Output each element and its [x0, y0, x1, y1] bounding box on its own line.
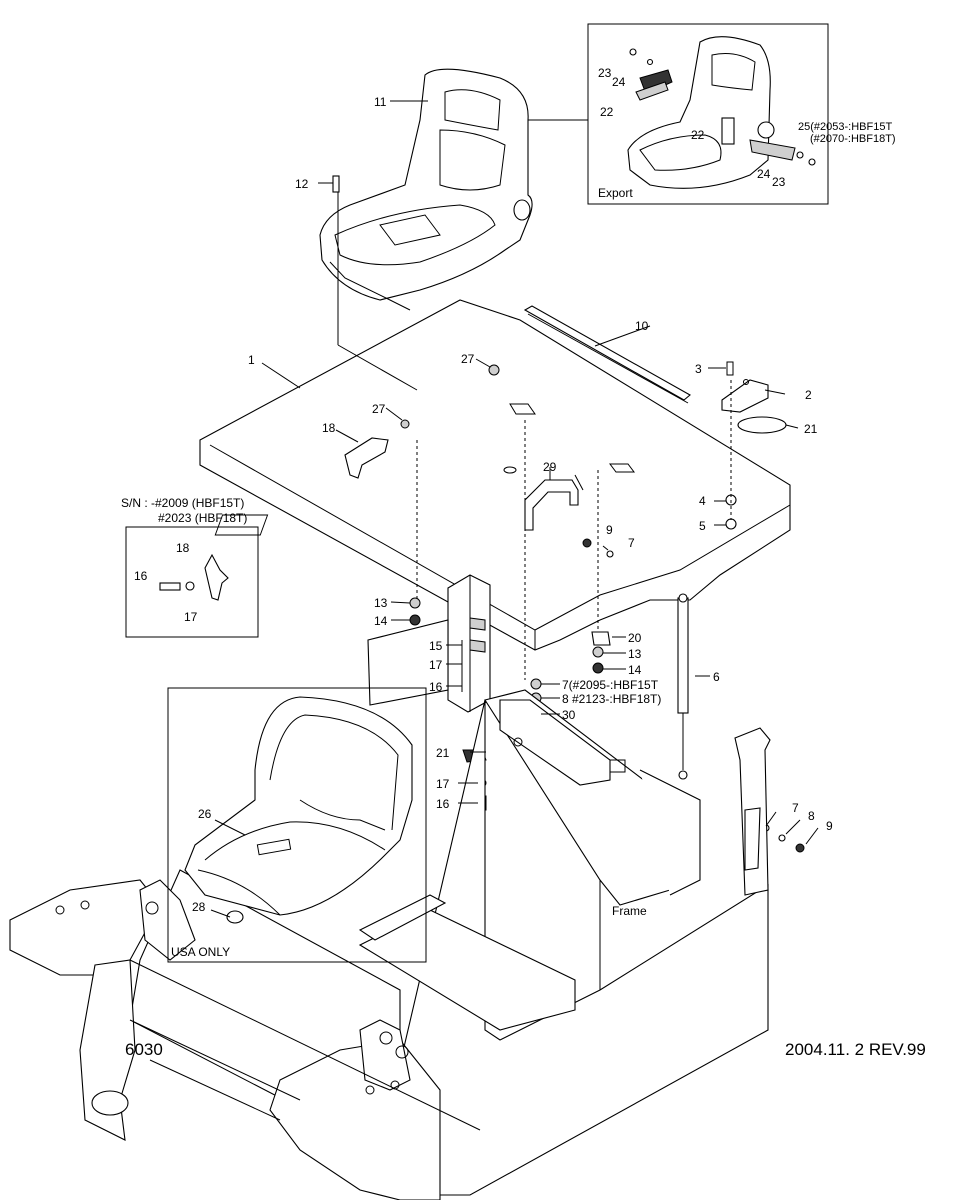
callout-2: 2	[805, 388, 812, 402]
callout-26: 26	[198, 807, 212, 821]
callout-21-bottom: 21	[436, 746, 450, 760]
usa-only-inset: USA ONLY	[167, 687, 427, 963]
callout-14-right: 14	[628, 663, 642, 677]
sn-inset: S/N : -#2009 (HBF15T) #2023 (HBF18T)	[121, 496, 259, 638]
callout-25-line1: 25(#2053-:HBF15T	[798, 121, 892, 133]
callout-labels: 11 12 23 24 22 22 25(#2053-:HBF15T (#207…	[134, 66, 896, 914]
callout-16-inset: 16	[134, 569, 148, 583]
knob-27b	[488, 364, 500, 376]
revision-label: 2004.11. 2 REV.99	[785, 1040, 926, 1059]
callout-18-main: 18	[322, 421, 336, 435]
callout-7-top: 7	[628, 536, 635, 550]
callout-17-mid: 17	[429, 658, 443, 672]
seat-plate-hood	[199, 299, 791, 651]
page-code: 6030	[125, 1040, 163, 1059]
callout-8-mid: 8 #2123-:HBF18T)	[562, 692, 661, 706]
callout-10: 10	[635, 319, 649, 333]
frame-label: Frame	[612, 904, 647, 918]
callout-23-top: 23	[598, 66, 612, 80]
frame: Frame	[9, 619, 771, 1200]
seat-main	[319, 68, 533, 311]
sn-line-1: S/N : -#2009 (HBF15T)	[121, 496, 244, 510]
callout-21-top: 21	[804, 422, 818, 436]
callout-17-bottom: 17	[436, 777, 450, 791]
callout-9-right: 9	[826, 819, 833, 833]
callout-1: 1	[248, 353, 255, 367]
callout-22-left: 22	[600, 105, 614, 119]
gas-spring	[677, 593, 689, 780]
callout-22-mid: 22	[691, 128, 705, 142]
callout-20: 20	[628, 631, 642, 645]
callout-7-mid: 7(#2095-:HBF15T	[562, 678, 659, 692]
callout-16-mid: 16	[429, 680, 443, 694]
callout-13-left: 13	[374, 596, 388, 610]
sn-line-2: #2023 (HBF18T)	[158, 511, 247, 525]
callout-28: 28	[192, 900, 206, 914]
callout-5: 5	[699, 519, 706, 533]
callout-15: 15	[429, 639, 443, 653]
knob-27a	[400, 419, 410, 429]
callout-12: 12	[295, 177, 309, 191]
callout-11: 11	[374, 95, 387, 109]
callout-8-right: 8	[808, 809, 815, 823]
callout-7-right: 7	[792, 801, 799, 815]
callout-4: 4	[699, 494, 706, 508]
leader-lines	[210, 100, 819, 918]
callout-29: 29	[543, 460, 557, 474]
callout-24-bottom: 24	[757, 167, 771, 181]
callout-27-left: 27	[372, 402, 386, 416]
callout-25-line2: (#2070-:HBF18T)	[810, 133, 896, 145]
callout-17-inset: 17	[184, 610, 198, 624]
callout-3: 3	[695, 362, 702, 376]
callout-9-top: 9	[606, 523, 613, 537]
callout-6: 6	[713, 670, 720, 684]
seat-rail	[523, 305, 691, 404]
callout-16-bottom: 16	[436, 797, 450, 811]
hinge-bracket	[721, 361, 787, 434]
export-inset: Export	[587, 23, 829, 205]
callout-27-top: 27	[461, 352, 475, 366]
callout-23-bottom: 23	[772, 175, 786, 189]
callout-18-inset: 18	[176, 541, 190, 555]
callout-24-top: 24	[612, 75, 626, 89]
lever-bracket	[344, 437, 389, 479]
export-label: Export	[598, 186, 633, 200]
callout-13-right: 13	[628, 647, 642, 661]
usa-only-label: USA ONLY	[171, 945, 230, 959]
callout-14-left: 14	[374, 614, 388, 628]
callout-30: 30	[562, 708, 576, 722]
grab-handle	[524, 479, 579, 531]
